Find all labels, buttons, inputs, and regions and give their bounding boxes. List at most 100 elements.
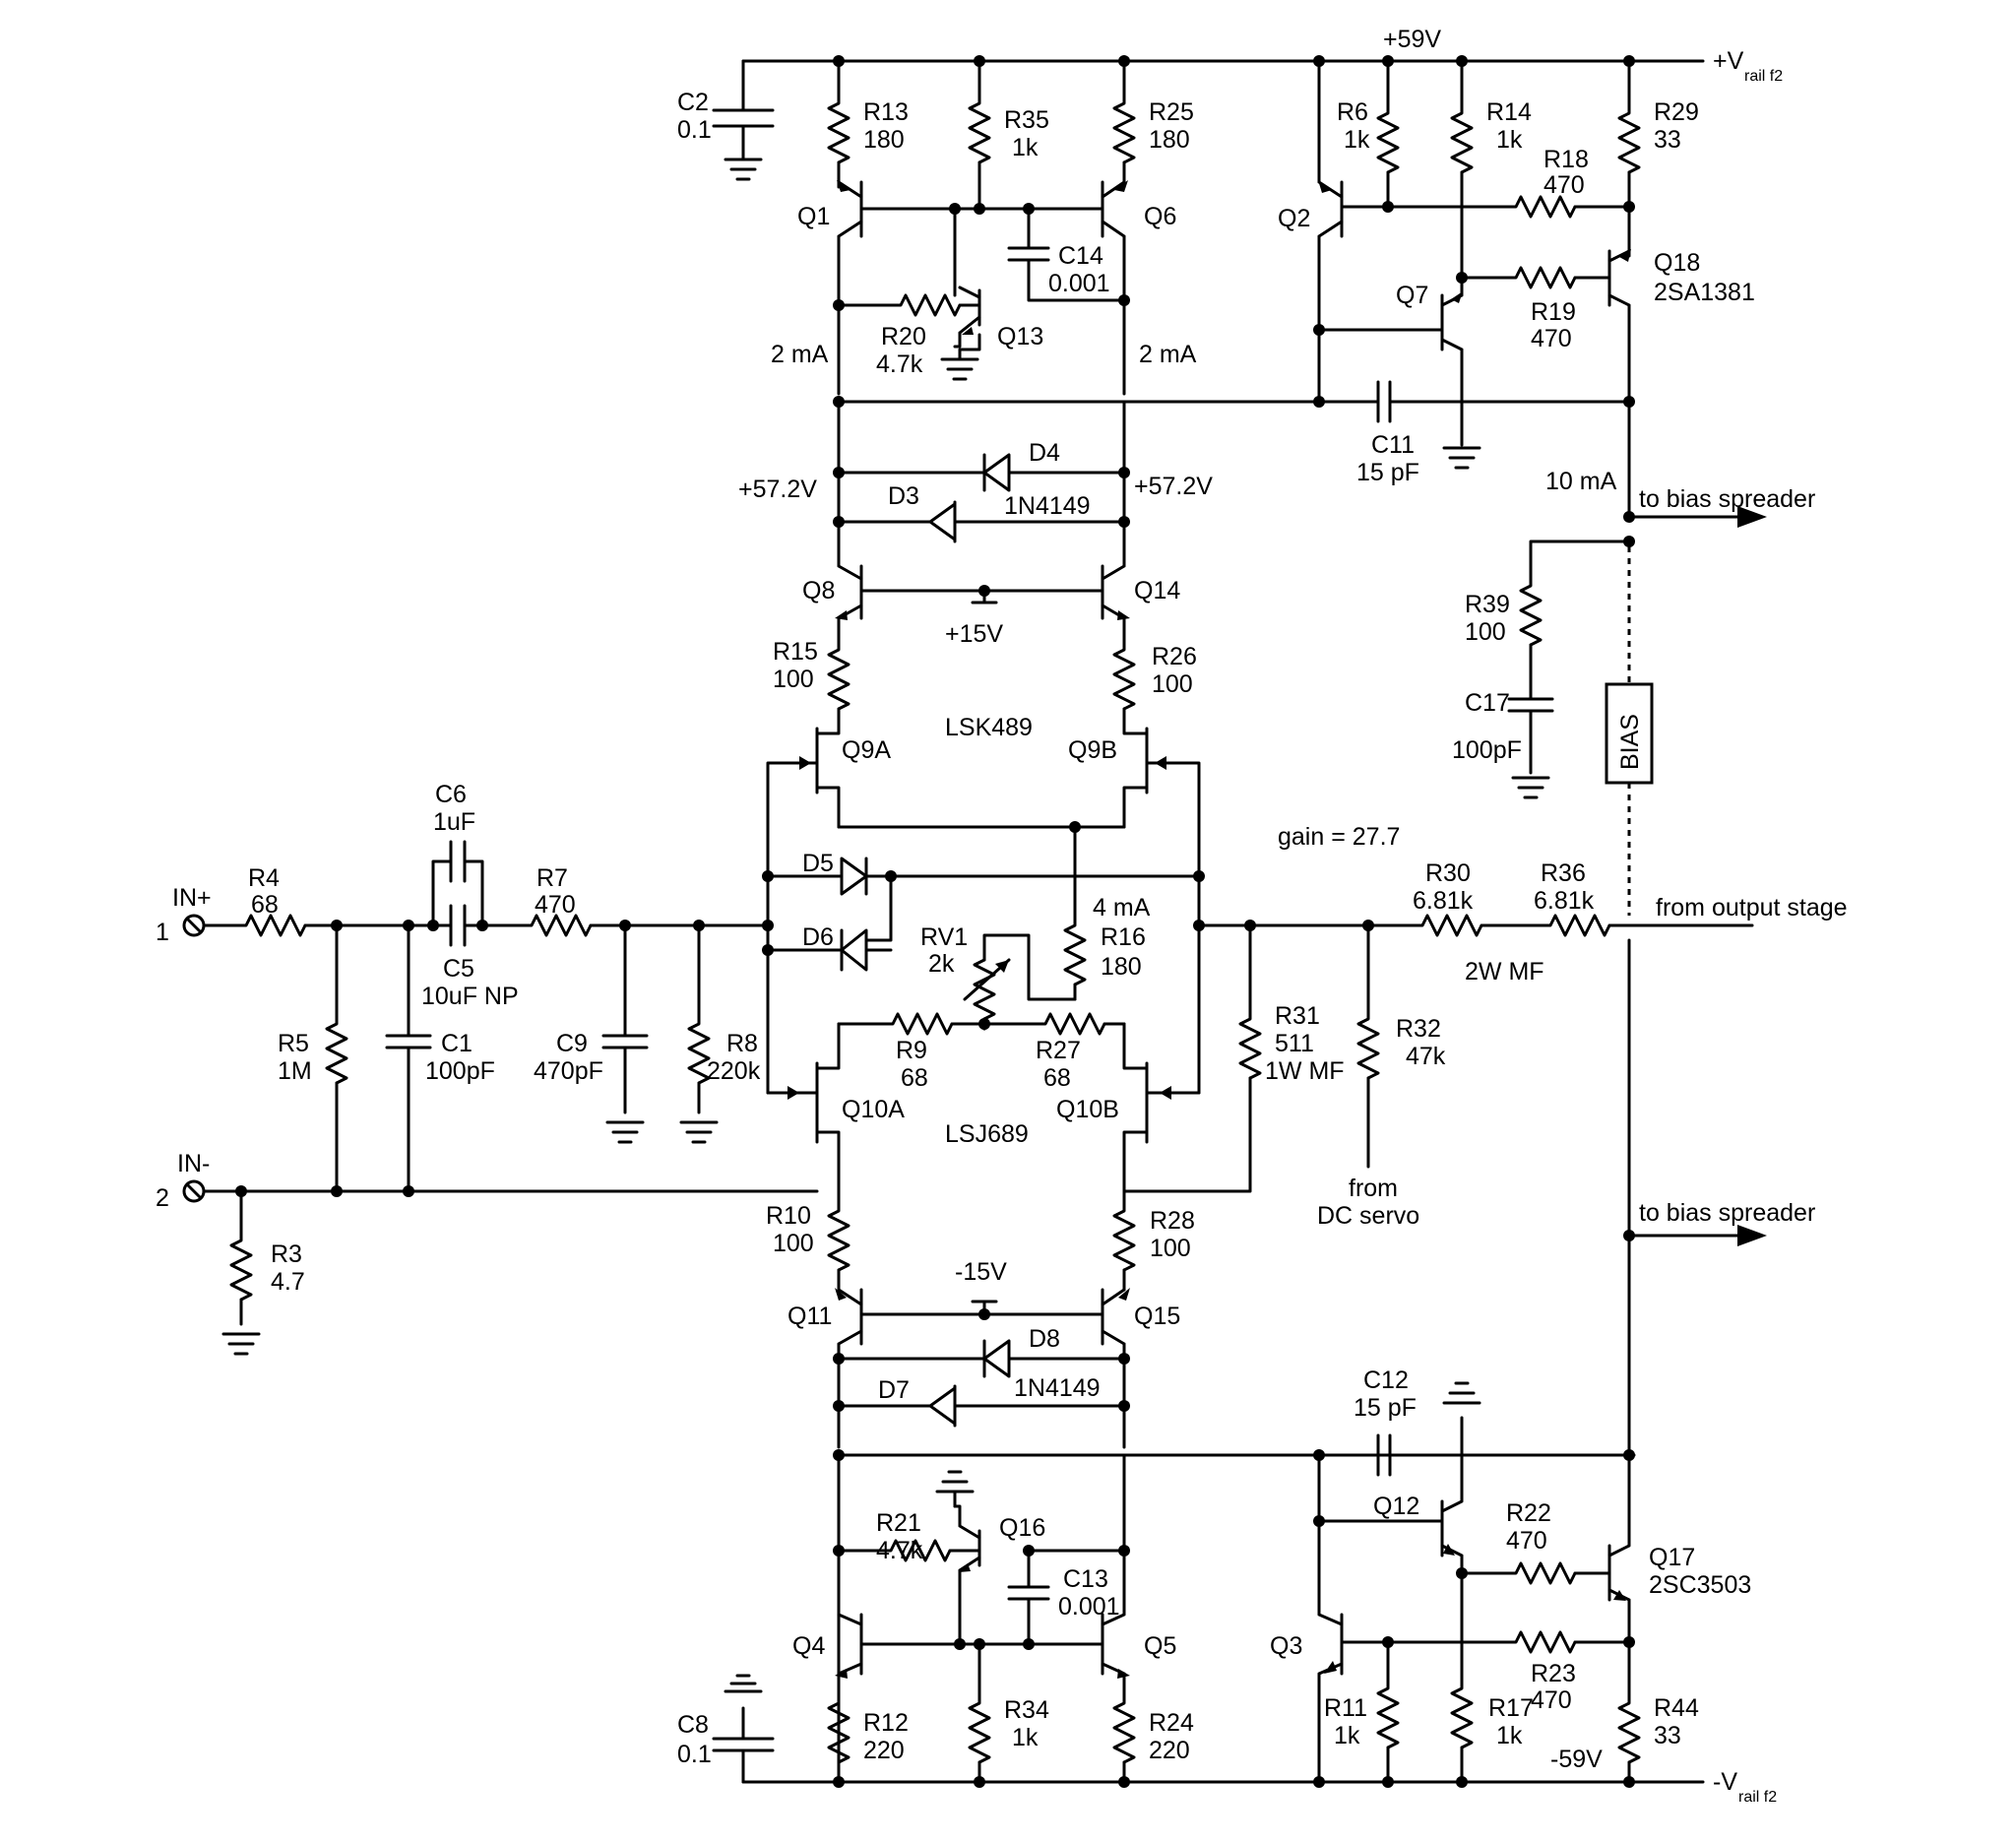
- q10a-jfet: [766, 1022, 841, 1183]
- q13-ref: Q13: [997, 323, 1043, 350]
- r44-resistor: [1617, 1691, 1641, 1784]
- r12-val: 220: [863, 1737, 905, 1764]
- d8-diode: [837, 1339, 1126, 1378]
- r8-val: 220k: [707, 1057, 761, 1085]
- r28-resistor: [1112, 1179, 1136, 1292]
- q12-ref: Q12: [1373, 1493, 1419, 1520]
- r24-ref: R24: [1149, 1709, 1194, 1737]
- r17-resistor: [1450, 1672, 1474, 1784]
- r6-resistor: [1376, 59, 1400, 209]
- r31-ref: R31: [1275, 1002, 1320, 1030]
- r35-ref: R35: [1004, 106, 1049, 134]
- r20-val: 4.7k: [876, 350, 923, 378]
- r16-ref: R16: [1101, 923, 1146, 951]
- q16-ground: [935, 1470, 975, 1508]
- c12-ref: C12: [1363, 1366, 1409, 1394]
- c9-ref: C9: [556, 1030, 588, 1057]
- r6-val: 1k: [1344, 126, 1370, 154]
- q17-ref: Q17: [1649, 1544, 1695, 1571]
- q9-drain-line: [837, 825, 1126, 913]
- c9-val: 470pF: [534, 1057, 603, 1085]
- r24-resistor: [1112, 1691, 1136, 1784]
- r34-resistor: [968, 1691, 991, 1784]
- r39-ref: R39: [1465, 591, 1510, 618]
- v-572-right: +57.2V: [1134, 473, 1213, 500]
- r26-resistor: [1112, 616, 1136, 731]
- r7-val: 470: [535, 891, 576, 919]
- c11-ground: [1442, 421, 1481, 470]
- q8-transistor: [835, 549, 863, 620]
- q13-transistor: [953, 286, 981, 349]
- r14-ref: R14: [1486, 98, 1532, 126]
- r11-ref: R11: [1324, 1694, 1367, 1722]
- c11-val: 15 pF: [1356, 459, 1419, 486]
- c8-capacitor: [712, 1674, 775, 1784]
- q18-part: 2SA1381: [1654, 279, 1755, 306]
- q16-transistor: [953, 1504, 981, 1646]
- c14-capacitor: [1007, 207, 1126, 302]
- in-neg-num: 2: [156, 1184, 169, 1212]
- from-output: from output stage: [1656, 894, 1848, 922]
- q2-transistor: [1317, 59, 1344, 404]
- r10-val: 100: [773, 1230, 814, 1257]
- r25-ref: R25: [1149, 98, 1194, 126]
- q17-part: 2SC3503: [1649, 1571, 1751, 1599]
- in-neg-label: IN-: [177, 1150, 210, 1177]
- d4-ref: D4: [1029, 439, 1060, 467]
- v-15p: +15V: [945, 620, 1003, 648]
- r9-ref: R9: [896, 1037, 927, 1064]
- r21-ref: R21: [876, 1509, 921, 1537]
- c14-ref: C14: [1058, 242, 1103, 270]
- in-pos-label: IN+: [172, 884, 212, 912]
- c17-val: 100pF: [1452, 736, 1522, 764]
- neg-rail-name: -V: [1713, 1768, 1737, 1796]
- q5-ref: Q5: [1144, 1632, 1176, 1660]
- q16-ref: Q16: [999, 1514, 1045, 1542]
- r9-resistor: [837, 1012, 1031, 1036]
- i-10ma: 10 mA: [1545, 468, 1617, 495]
- feedback-line: [1197, 923, 1415, 1011]
- r26-val: 100: [1152, 670, 1193, 698]
- q10b-jfet: [1122, 1022, 1201, 1183]
- r24-val: 220: [1149, 1737, 1190, 1764]
- c13-ref: C13: [1063, 1565, 1108, 1593]
- junction-dots: [235, 55, 1635, 1788]
- r21-val: 4.7k: [876, 1537, 923, 1564]
- c11-capacitor: [1327, 380, 1631, 423]
- d5-diode: [766, 857, 1201, 942]
- r35-resistor: [968, 59, 991, 209]
- r10-ref: R10: [766, 1202, 811, 1230]
- c5-val: 10uF NP: [421, 983, 519, 1010]
- r16-resistor: [1063, 909, 1087, 1001]
- r28-val: 100: [1150, 1235, 1191, 1262]
- q1-ref: Q1: [797, 203, 830, 230]
- to-bias-top: to bias spreader: [1639, 485, 1815, 513]
- c8-ref: C8: [677, 1711, 709, 1739]
- q15-transistor: [1101, 1288, 1130, 1361]
- r18-resistor: [1340, 195, 1631, 219]
- d8-ref: D8: [1029, 1325, 1060, 1353]
- r25-val: 180: [1149, 126, 1190, 154]
- q18-transistor: [1607, 249, 1631, 519]
- r5-val: 1M: [278, 1057, 312, 1085]
- r8-ref: R8: [726, 1030, 758, 1057]
- r29-resistor: [1617, 59, 1641, 258]
- r6-ref: R6: [1337, 98, 1368, 126]
- r17-ref: R17: [1488, 1694, 1534, 1722]
- r36-resistor: [1539, 914, 1754, 937]
- r20-resistor: [837, 293, 981, 317]
- r14-val: 1k: [1496, 126, 1523, 154]
- r13-val: 180: [863, 126, 905, 154]
- q10b-ref: Q10B: [1056, 1096, 1119, 1123]
- r31-resistor: [1122, 1007, 1262, 1193]
- r32-ref: R32: [1396, 1015, 1441, 1043]
- q3-ref: Q3: [1270, 1632, 1302, 1660]
- r22-val: 470: [1506, 1527, 1547, 1555]
- r13-ref: R13: [863, 98, 909, 126]
- r3-val: 4.7: [271, 1268, 305, 1296]
- c17-ref: C17: [1465, 689, 1510, 717]
- q9b-jfet: [1122, 727, 1201, 1095]
- r32-resistor: [1356, 1007, 1380, 1169]
- in-neg-terminal: [182, 1179, 819, 1233]
- q8-ref: Q8: [802, 577, 835, 604]
